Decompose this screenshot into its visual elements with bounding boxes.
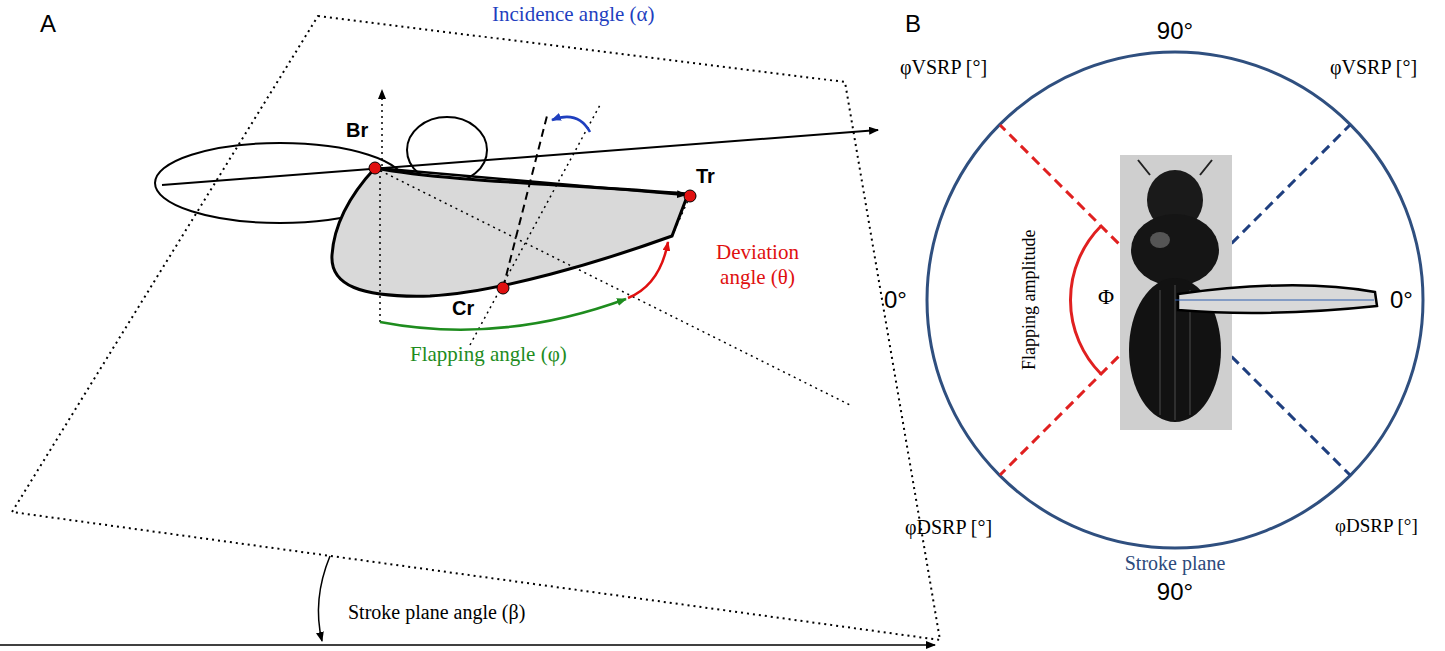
degree-mark: 0° — [884, 286, 907, 315]
angle-label: φDSRP [°] — [905, 515, 992, 539]
panel-letter: A — [40, 10, 56, 39]
panel-letter: B — [905, 10, 921, 39]
degree-mark: 90° — [1157, 578, 1193, 607]
degree-mark: 0° — [1390, 286, 1413, 315]
angle-label: Flapping angle (φ) — [410, 342, 567, 367]
angle-label: Deviation angle (θ) — [700, 240, 815, 290]
axis-label: Flapping amplitude — [1019, 230, 1041, 370]
point-label: Br — [346, 118, 368, 142]
angle-label: φVSRP [°] — [900, 55, 987, 79]
angle-label: φDSRP [°] — [1335, 515, 1418, 538]
degree-mark: 90° — [1157, 17, 1193, 46]
angle-label: Stroke plane angle (β) — [348, 600, 525, 624]
angle-label: Incidence angle (α) — [492, 2, 655, 27]
amplitude-symbol: Φ — [1098, 284, 1114, 310]
angle-label: φVSRP [°] — [1330, 55, 1417, 79]
point-label: Cr — [452, 296, 474, 320]
point-label: Tr — [696, 164, 715, 188]
plane-label: Stroke plane — [1125, 551, 1226, 575]
